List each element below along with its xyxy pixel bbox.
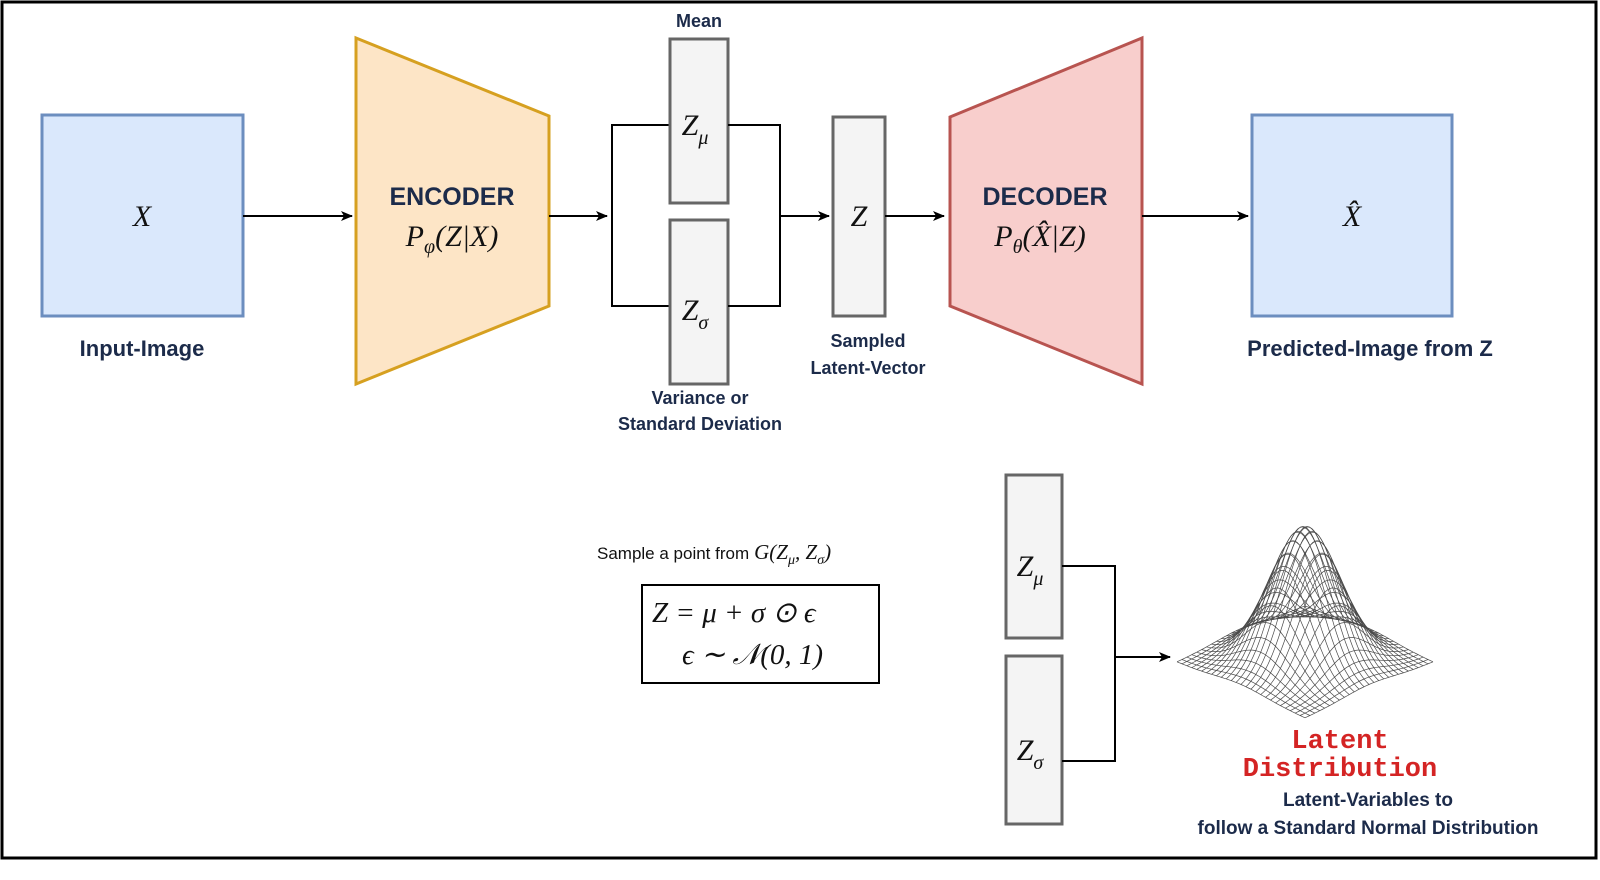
input-symbol: X <box>132 200 153 233</box>
mesh-line <box>1201 602 1330 672</box>
std-label-line2: Standard Deviation <box>618 414 782 434</box>
mesh-line <box>1240 526 1370 685</box>
latent-caption-line1: Latent-Variables to <box>1283 790 1453 811</box>
split-connector <box>611 124 670 307</box>
mean-vector-symbol: Zμ <box>682 109 709 149</box>
mesh-line <box>1186 609 1315 667</box>
output-symbol: X̂ <box>1342 200 1363 233</box>
sampled-label-line2: Latent-Vector <box>810 358 925 378</box>
mesh-line <box>1235 526 1365 683</box>
latent-mean-symbol: Zμ <box>1017 550 1044 590</box>
decoder-block <box>948 35 1144 387</box>
sampled-label-line1: Sampled <box>830 331 905 351</box>
mesh-line <box>1206 592 1335 673</box>
mesh-line <box>1304 661 1434 719</box>
latent-distribution-title-line1: Latent <box>1291 727 1388 757</box>
std-vector-box <box>668 218 730 386</box>
mesh-line <box>1176 605 1306 663</box>
mean-label: Mean <box>676 11 722 31</box>
latent-std-box <box>1004 654 1064 826</box>
mesh-line <box>1245 530 1374 688</box>
reparameterization-box <box>641 584 880 684</box>
output-label: Predicted-Image from Z <box>1247 336 1493 361</box>
std-vector-symbol: Zσ <box>682 294 710 334</box>
output-image-box <box>1250 113 1454 318</box>
latent-std-symbol: Zσ <box>1017 734 1045 774</box>
mesh-line <box>1191 611 1320 668</box>
encoder-block <box>354 35 551 387</box>
decoder-title: DECODER <box>982 183 1107 211</box>
input-label: Input-Image <box>80 336 205 361</box>
mesh-line <box>1250 540 1379 690</box>
sampled-vector-box <box>831 115 887 318</box>
latent-mean-box <box>1004 473 1064 640</box>
equation-1: Z = μ + σ ⊙ ϵ <box>652 597 817 629</box>
mesh-line <box>1216 566 1345 677</box>
latent-distribution-title-line2: Distribution <box>1243 755 1437 785</box>
decoder-formula: Pθ(X̂|Z) <box>993 220 1085 258</box>
latent-connector <box>1062 565 1116 762</box>
mesh-line <box>1295 656 1424 714</box>
mesh-line <box>1265 587 1394 698</box>
mesh-line <box>1290 654 1419 712</box>
std-label-line1: Variance or <box>651 388 748 408</box>
gaussian-surface-mesh <box>1176 526 1434 719</box>
mesh-line <box>1299 659 1429 716</box>
mesh-line <box>1211 579 1340 675</box>
mesh-line <box>1275 622 1404 704</box>
equation-2: ϵ ∼ 𝒩(0, 1) <box>682 639 823 671</box>
encoder-formula: Pφ(Z|X) <box>405 220 499 258</box>
mesh-line <box>1285 649 1414 709</box>
mesh-line <box>1280 637 1409 706</box>
mesh-line <box>1196 610 1325 670</box>
encoder-title: ENCODER <box>389 183 514 211</box>
mesh-line <box>1260 569 1389 695</box>
sampled-symbol: Z <box>851 200 868 233</box>
input-image-box <box>40 113 245 318</box>
mesh-line <box>1270 605 1399 701</box>
mean-vector-box <box>668 37 730 205</box>
latent-caption-line2: follow a Standard Normal Distribution <box>1198 818 1539 839</box>
